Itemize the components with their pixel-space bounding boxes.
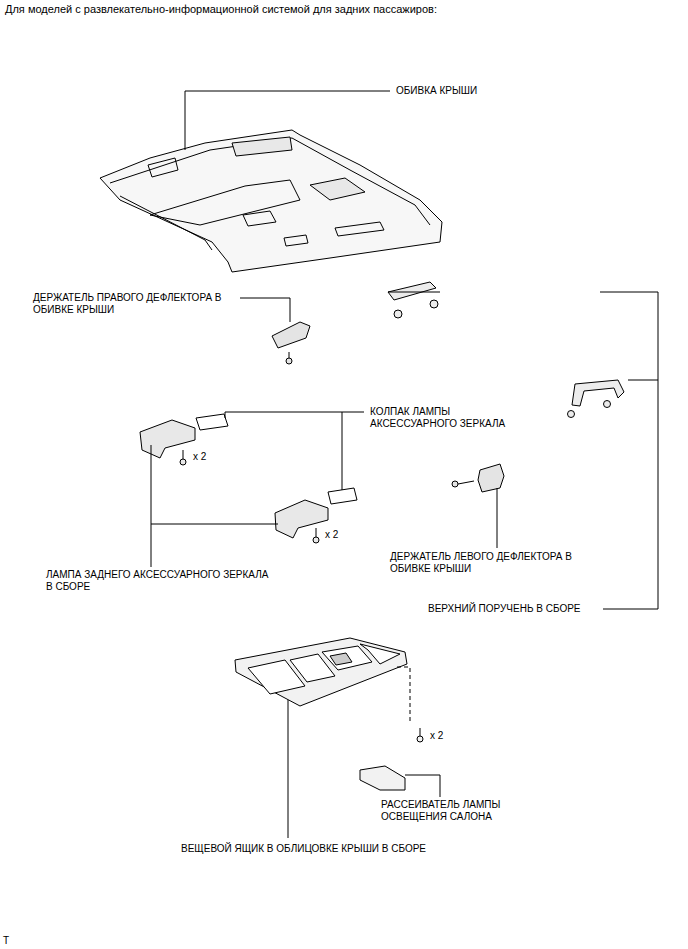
roof-headliner bbox=[284, 235, 308, 246]
leader-line bbox=[151, 91, 658, 838]
leader-line bbox=[240, 298, 290, 322]
deflector-holder bbox=[478, 464, 504, 492]
part-name: ОБИВКА КРЫШИ bbox=[396, 85, 477, 97]
assist-grip bbox=[388, 282, 436, 300]
part-name: РАССЕИВАТЕЛЬ ЛАМПЫ ОСВЕЩЕНИЯ САЛОНА bbox=[381, 799, 526, 823]
roof-headliner bbox=[100, 130, 442, 272]
roof-headliner bbox=[100, 130, 442, 272]
roof-console-box bbox=[235, 638, 407, 706]
roof-console-box bbox=[360, 766, 405, 790]
vanity-lamp bbox=[140, 420, 195, 458]
leader-line bbox=[151, 445, 278, 567]
vanity-lamp bbox=[196, 414, 228, 430]
page-heading: Для моделей с развлекательно-информацион… bbox=[5, 2, 437, 16]
assist-grip bbox=[388, 282, 624, 418]
vanity-lamp bbox=[275, 500, 328, 538]
leader-line bbox=[497, 488, 498, 548]
roof-headliner bbox=[110, 138, 430, 225]
roof-console-box bbox=[417, 736, 423, 742]
deflector-holder bbox=[272, 322, 310, 348]
roof-headliner bbox=[150, 180, 300, 225]
roof-headliner bbox=[335, 222, 384, 236]
roof-headliner bbox=[243, 211, 276, 226]
quantity-mark: x 2 bbox=[325, 529, 338, 541]
assist-grip bbox=[572, 380, 624, 406]
deflector-holder bbox=[286, 358, 292, 364]
part-name: ДЕРЖАТЕЛЬ ПРАВОГО ДЕФЛЕКТОРА В ОБИВКЕ КР… bbox=[33, 292, 243, 316]
part-name: КОЛПАК ЛАМПЫ АКСЕССУАРНОГО ЗЕРКАЛА bbox=[370, 406, 535, 430]
leader-line bbox=[397, 667, 410, 722]
roof-headliner bbox=[120, 196, 212, 250]
assist-grip bbox=[604, 401, 611, 408]
leader-line bbox=[388, 292, 658, 609]
vanity-lamp bbox=[180, 459, 186, 465]
assist-grip bbox=[568, 411, 575, 418]
roof-console-box bbox=[330, 653, 352, 665]
leader-line bbox=[225, 412, 364, 490]
leader-line bbox=[405, 775, 440, 797]
figure-code: T bbox=[3, 935, 9, 947]
assist-grip bbox=[430, 300, 438, 308]
roof-headliner bbox=[310, 178, 365, 200]
quantity-mark: x 2 bbox=[193, 451, 206, 463]
roof-headliner bbox=[148, 158, 178, 177]
roof-console-box bbox=[235, 638, 423, 790]
quantity-mark: x 2 bbox=[430, 730, 443, 742]
assist-grip bbox=[394, 310, 402, 318]
roof-console-box bbox=[322, 646, 372, 670]
leader-line bbox=[185, 91, 390, 150]
part-name: ВЕРХНИЙ ПОРУЧЕНЬ В СБОРЕ bbox=[428, 603, 581, 615]
part-name: ЛАМПА ЗАДНЕГО АКСЕССУАРНОГО ЗЕРКАЛА В СБ… bbox=[46, 569, 276, 593]
roof-headliner bbox=[232, 137, 292, 156]
vanity-lamp bbox=[313, 537, 319, 543]
deflector-holder bbox=[452, 481, 458, 487]
part-name: ДЕРЖАТЕЛЬ ЛЕВОГО ДЕФЛЕКТОРА В ОБИВКЕ КРЫ… bbox=[390, 551, 595, 575]
deflector-holder bbox=[458, 481, 474, 484]
part-name: ВЕЩЕВОЙ ЯЩИК В ОБЛИЦОВКЕ КРЫШИ В СБОРЕ bbox=[181, 843, 426, 855]
vanity-lamp bbox=[328, 488, 357, 504]
leader-line bbox=[288, 700, 289, 838]
roof-console-box bbox=[360, 644, 400, 664]
